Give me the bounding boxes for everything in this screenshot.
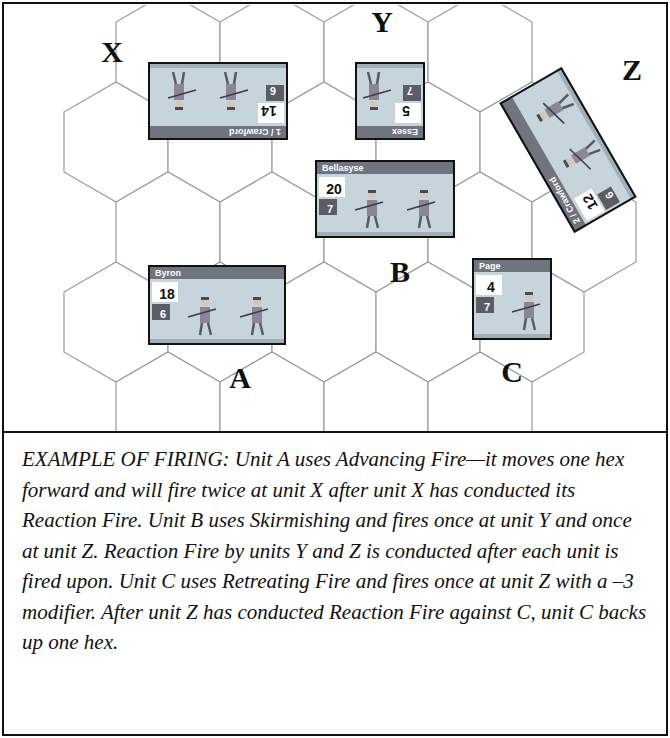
frame-divider [3,431,667,433]
hex [324,352,428,431]
morale-number: 7 [321,201,339,217]
unit-counter: Essex 5 7 [355,62,425,140]
morale-number: 6 [264,83,282,99]
strength-number: 14 [256,101,282,121]
unit-letter: Z [622,55,642,85]
hex-grid [64,5,636,431]
strength-number: 5 [393,101,419,121]
unit-name: Page [479,262,501,271]
hex [220,352,324,431]
morale-number: 6 [154,306,172,322]
strength-number: 20 [321,179,347,199]
unit-counter-art [355,62,425,140]
strength-number: 12 [575,186,605,219]
unit-name: 2 / Crawford [548,175,582,225]
unit-letter: C [501,357,523,387]
unit-counter: Bellasyse 20 7 [315,160,455,238]
unit-name: Byron [155,269,181,278]
strength-number: 4 [478,277,504,297]
unit-counter-art [148,265,286,345]
strength-number: 18 [154,284,180,304]
unit-counter-art [315,160,455,238]
unit-name: Essex [392,127,418,136]
morale-number: 7 [401,83,419,99]
unit-counter-art [472,258,552,340]
unit-counter-art [499,67,636,233]
unit-counter-art [148,62,288,140]
unit-name: 1 / Crawford [229,127,281,136]
frame [3,3,667,735]
unit-counter: 2 / Crawford126 [499,67,636,233]
hex [116,352,220,431]
hex [428,352,532,431]
unit-counter: Byron 18 6 [148,265,286,345]
unit-letter: Y [371,7,393,37]
figure-caption: EXAMPLE OF FIRING: Unit A uses Advancing… [22,444,650,658]
morale-number: 7 [478,299,496,315]
unit-counter: 1 / Crawford 14 6 [148,62,288,140]
unit-letter: X [101,37,123,67]
unit-letter: A [229,363,251,393]
unit-name: Bellasyse [322,164,364,173]
unit-counter: Page 4 7 [472,258,552,340]
unit-letter: B [390,257,410,287]
morale-number: 6 [598,184,621,208]
